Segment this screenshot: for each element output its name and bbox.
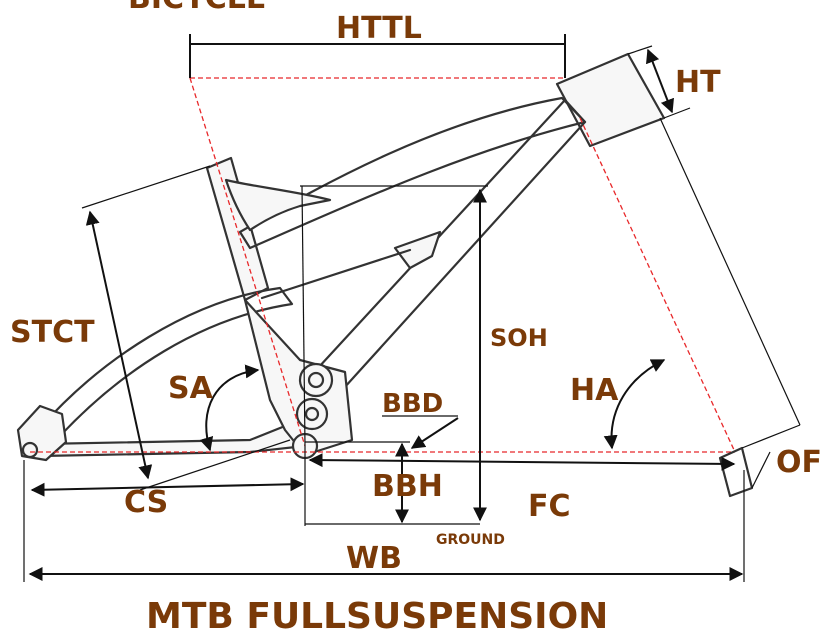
label-fc: FC [528,489,571,524]
label-ha: HA [570,373,619,408]
reference-lines [30,77,736,453]
stct-ext-top [81,165,211,209]
diagram-title: MTB FULLSUSPENSION [146,596,608,637]
ht-ext-bottom [663,107,691,119]
ht-line [646,48,674,114]
label-bbd: BBD [382,389,443,419]
pivot-upper-inner [307,371,325,389]
ha-arc [603,359,666,450]
of-ext-bottom [751,451,771,489]
fork-length-line [659,117,801,426]
rear-shock [260,248,412,300]
label-of: OF [776,445,822,480]
label-wb: WB [346,541,402,576]
dimension-lines [23,34,801,582]
rocker-link [393,230,442,270]
label-bbh: BBH [372,469,443,504]
label-soh: SOH [490,324,548,352]
label-httl: HTTL [336,11,422,46]
main-pivot-area [243,298,354,457]
label-stct: STCT [10,315,95,350]
bbd-pointer [410,417,459,449]
label-cs: CS [124,485,168,520]
ht-ext-top [627,45,653,55]
label-sa: SA [168,371,214,406]
of-ext-top [741,424,801,449]
seat-angle-reference [189,77,306,447]
header-partial-text: BICYCLE [128,0,266,16]
stct-line [85,210,153,480]
front-dropout [718,446,754,498]
rear-axle [21,441,39,459]
seat-vertical-line [301,185,306,447]
label-ht: HT [675,65,721,100]
steering-axis-reference [579,117,736,453]
seat-tube [205,156,270,302]
saddle [224,178,332,232]
chain-stay [38,418,307,458]
frame-illustration [16,52,666,462]
fc-line [308,453,736,471]
label-ground: GROUND [436,532,505,548]
head-tube [555,52,666,148]
pivot-lower-inner [304,406,320,422]
top-tube [238,96,587,250]
sa-arc [199,364,260,452]
cs-line [30,477,305,497]
